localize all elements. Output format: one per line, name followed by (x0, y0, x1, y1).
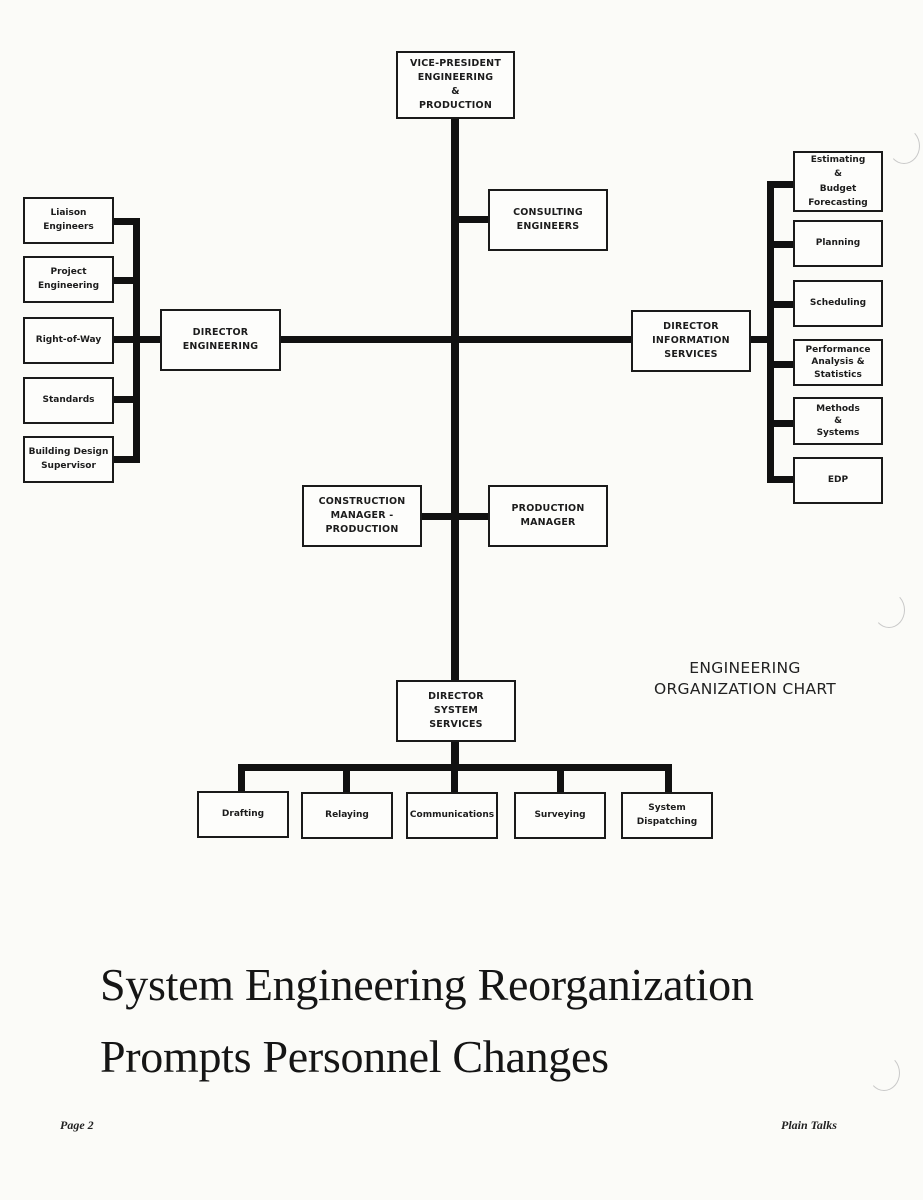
bracket-right-of-way (113, 336, 140, 343)
performance-analysis-box: Performance Analysis & Statistics (793, 339, 883, 386)
punch-hole-middle (873, 592, 905, 628)
scheduling-box: Scheduling (793, 280, 883, 327)
bracket-scheduling (767, 301, 794, 308)
bracket-building (113, 456, 140, 463)
project-engineering-box: Project Engineering (23, 256, 114, 303)
methods-systems-box: Methods & Systems (793, 397, 883, 445)
communications-box: Communications (406, 792, 498, 839)
information-bracket-spine (767, 181, 774, 482)
standards-box: Standards (23, 377, 114, 424)
director-information-services-box: DIRECTOR INFORMATION SERVICES (631, 310, 751, 372)
drop-surveying (557, 764, 564, 792)
engineering-to-bracket (133, 336, 161, 343)
drop-communications (451, 764, 458, 792)
edp-box: EDP (793, 457, 883, 504)
bracket-standards (113, 396, 140, 403)
chart-title: ENGINEERING ORGANIZATION CHART (653, 659, 837, 698)
drop-drafting (238, 764, 245, 792)
director-system-services-box: DIRECTOR SYSTEM SERVICES (396, 680, 516, 742)
directors-connector (280, 336, 632, 343)
bracket-planning (767, 241, 794, 248)
bracket-estimating (767, 181, 794, 188)
consulting-connector (455, 216, 489, 223)
relaying-box: Relaying (301, 792, 393, 839)
vice-president-box: VICE-PRESIDENT ENGINEERING & PRODUCTION (396, 51, 515, 119)
system-dispatching-box: System Dispatching (621, 792, 713, 839)
footer-page-number: Page 2 (60, 1118, 94, 1132)
liaison-engineers-box: Liaison Engineers (23, 197, 114, 244)
director-engineering-box: DIRECTOR ENGINEERING (160, 309, 281, 371)
bracket-performance (767, 361, 794, 368)
bracket-methods (767, 420, 794, 427)
footer-publication-name: Plain Talks (781, 1118, 837, 1132)
bracket-project (113, 277, 140, 284)
drop-relaying (343, 764, 350, 792)
production-manager-box: PRODUCTION MANAGER (488, 485, 608, 547)
main-spine-line (451, 118, 459, 681)
bracket-edp (767, 476, 794, 483)
construction-manager-box: CONSTRUCTION MANAGER - PRODUCTION (302, 485, 422, 547)
headline-line-1: System Engineering Reorganization (100, 959, 754, 1010)
consulting-engineers-box: CONSULTING ENGINEERS (488, 189, 608, 251)
surveying-box: Surveying (514, 792, 606, 839)
managers-connector (420, 513, 490, 520)
drafting-box: Drafting (197, 791, 289, 838)
system-services-stem (451, 740, 459, 768)
right-of-way-box: Right-of-Way (23, 317, 114, 364)
headline-line-2: Prompts Personnel Changes (100, 1031, 609, 1082)
punch-hole-top (888, 128, 920, 164)
information-to-bracket (750, 336, 774, 343)
punch-hole-bottom (868, 1055, 900, 1091)
planning-box: Planning (793, 220, 883, 267)
bracket-liaison (113, 218, 140, 225)
drop-dispatching (665, 764, 672, 792)
building-design-supervisor-box: Building Design Supervisor (23, 436, 114, 483)
estimating-budget-box: Estimating & Budget Forecasting (793, 151, 883, 212)
